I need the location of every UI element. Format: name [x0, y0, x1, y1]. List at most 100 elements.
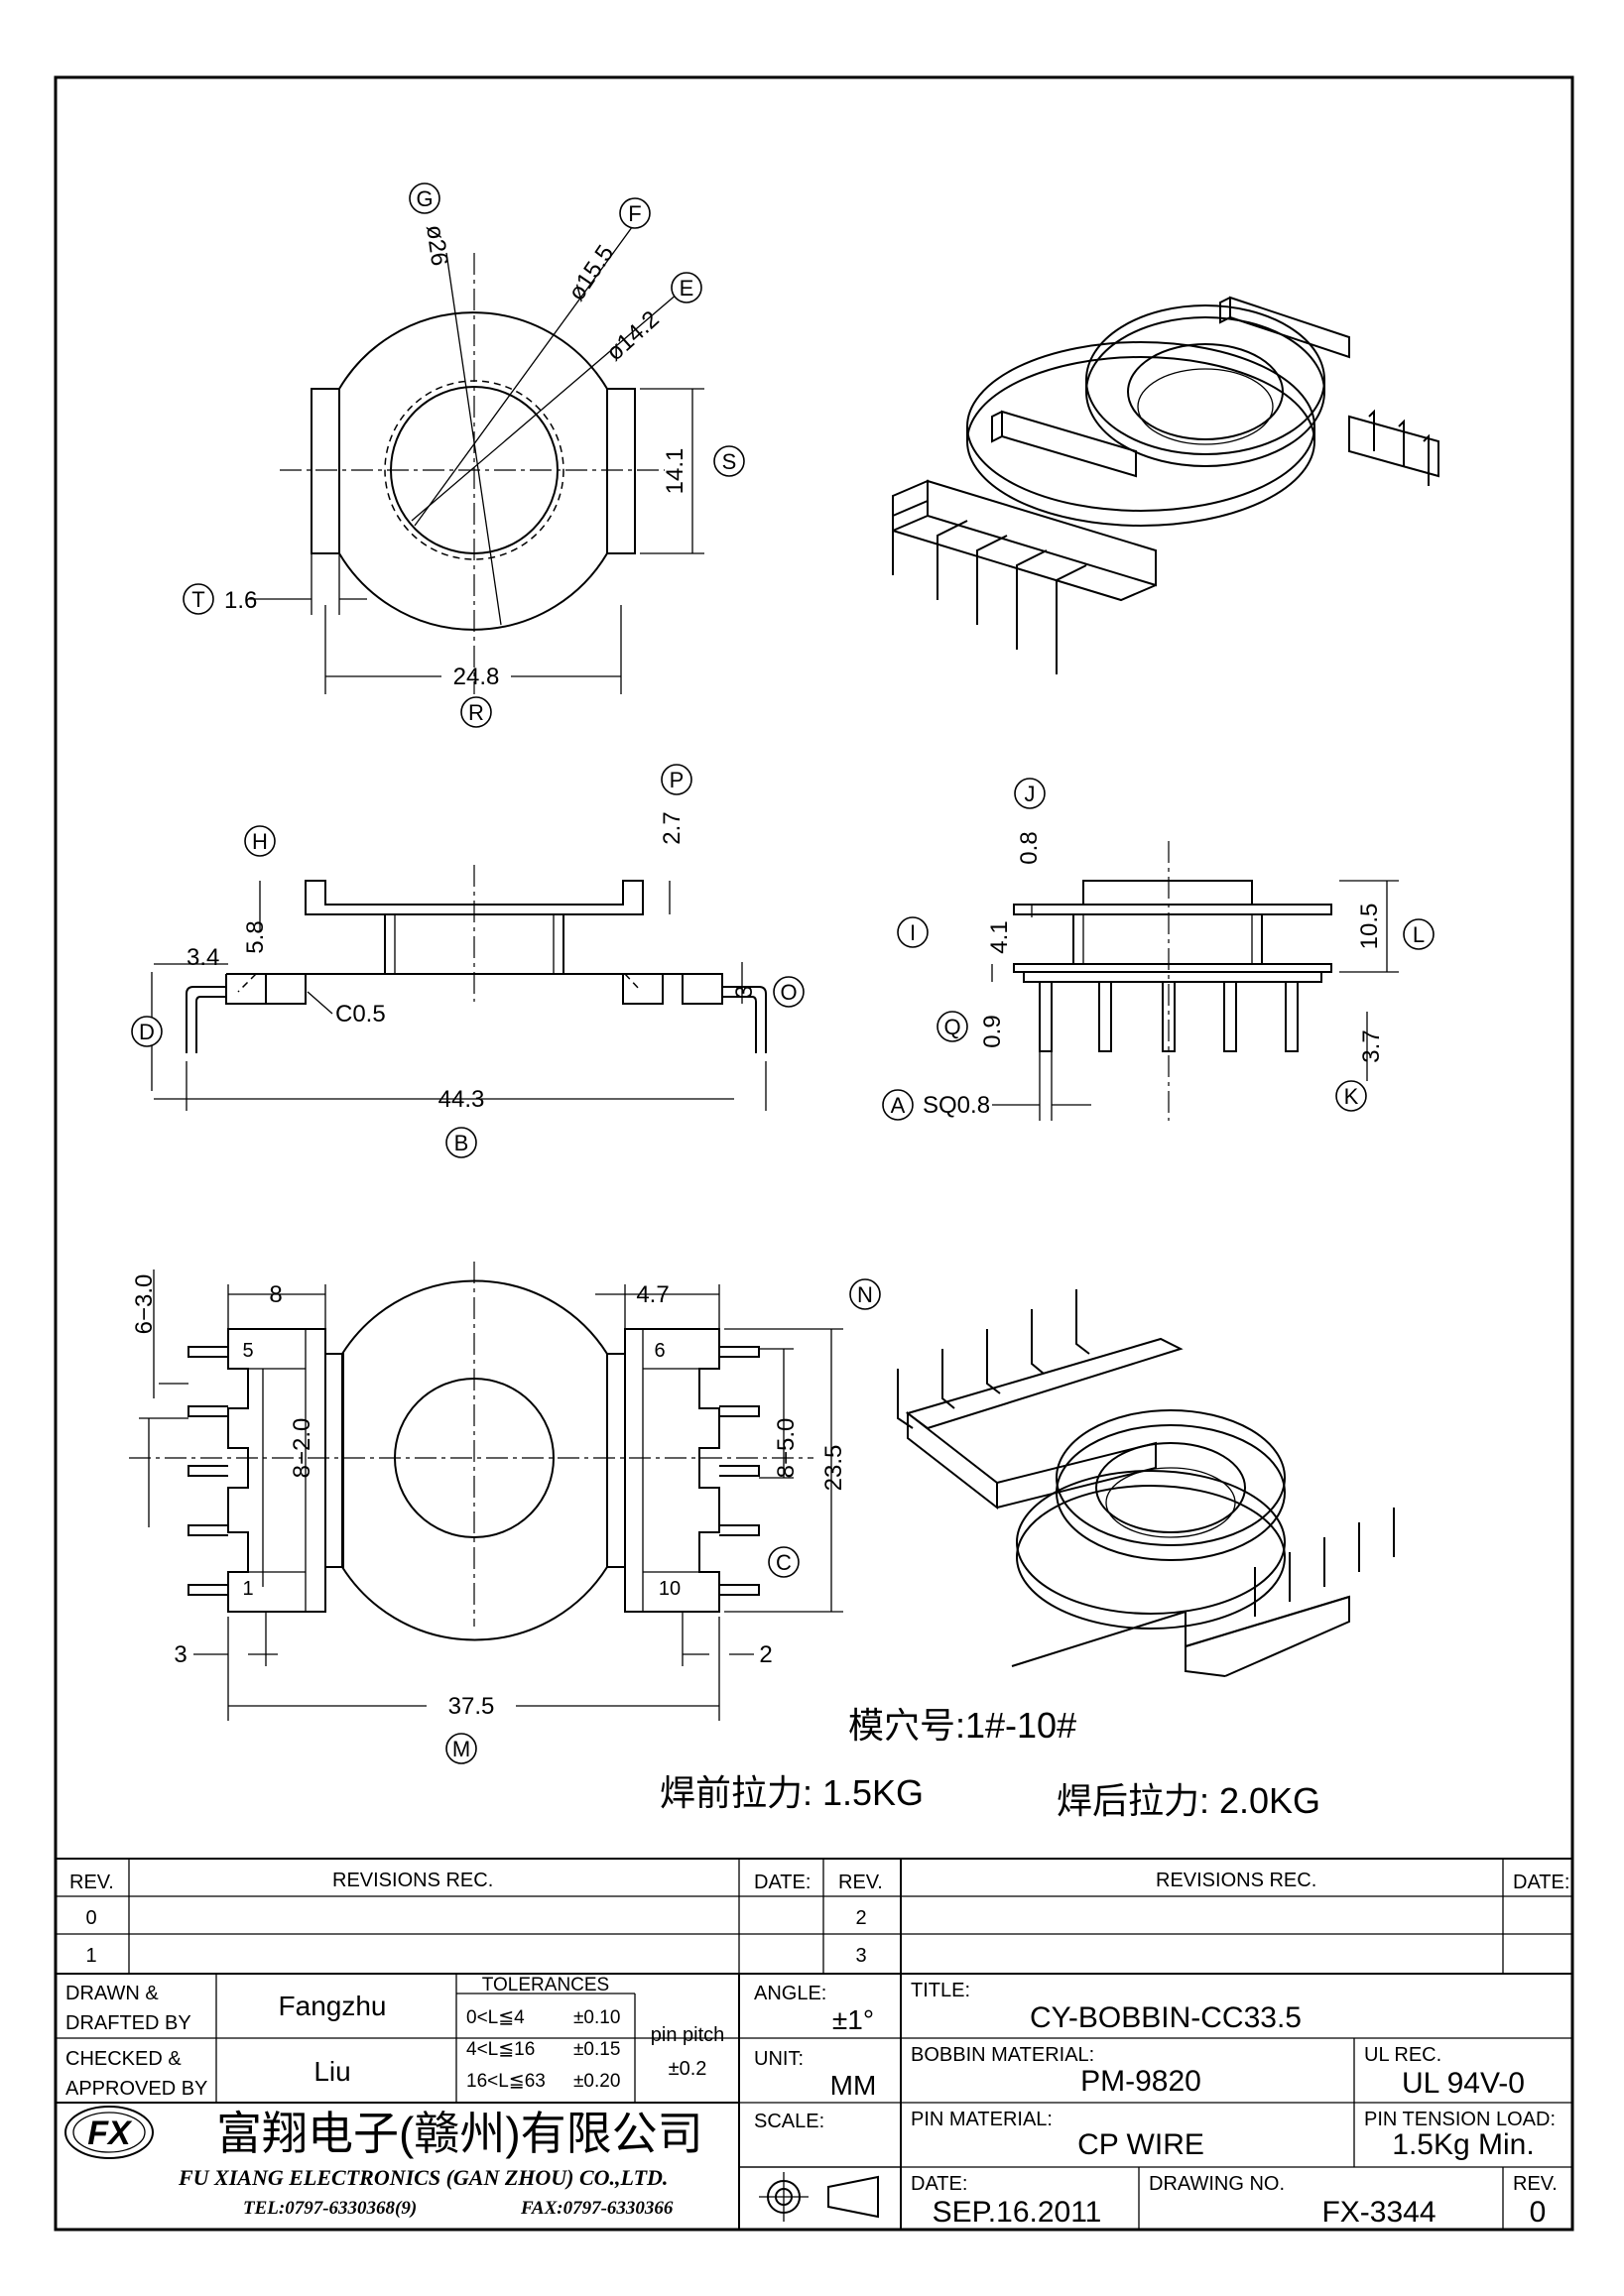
- note-pull-after: 焊后拉力: 2.0KG: [1057, 1780, 1320, 1821]
- checked-label-1: CHECKED &: [65, 2048, 182, 2070]
- callout-e: E: [680, 276, 694, 301]
- callout-k: K: [1344, 1084, 1359, 1109]
- drawn-label-1: DRAWN &: [65, 1983, 159, 2004]
- drawing-no-value: FX-3344: [1321, 2196, 1436, 2229]
- dim-4-7: 4.7: [636, 1281, 669, 1308]
- date-header-right: DATE:: [1513, 1872, 1569, 1893]
- company-fax: FAX:0797-6330366: [520, 2198, 674, 2219]
- note-cavity: 模穴号:1#-10#: [848, 1705, 1076, 1746]
- tol-value-3: ±0.20: [573, 2071, 620, 2092]
- callout-h: H: [252, 829, 268, 854]
- dim-4-1: 4.1: [986, 920, 1013, 953]
- callout-c: C: [776, 1550, 792, 1575]
- dim-24-8: 24.8: [453, 664, 500, 690]
- tol-range-2: 4<L≦16: [466, 2039, 535, 2060]
- side-view: H P D O B 2.7 5.8 3.4 C0.5 3 44.3: [131, 764, 805, 1158]
- dim-8-2-0: 8−2.0: [289, 1418, 315, 1479]
- callout-l: L: [1413, 922, 1425, 947]
- callout-n: N: [857, 1282, 873, 1307]
- rev-value: 0: [1530, 2196, 1547, 2229]
- top-view: G F E S T R ø26 ø15.5 ø14.2 14.1 1.6 24.…: [183, 182, 745, 728]
- note-pull-before: 焊前拉力: 1.5KG: [660, 1772, 924, 1813]
- revisions-header-right: REVISIONS REC.: [1156, 1870, 1316, 1891]
- callout-a: A: [891, 1093, 906, 1118]
- isometric-view-2: [897, 1289, 1395, 1677]
- checked-label-2: APPROVED BY: [65, 2078, 207, 2100]
- dim-phi15-5: ø15.5: [563, 240, 620, 305]
- title-value: CY-BOBBIN-CC33.5: [1030, 2001, 1302, 2034]
- tol-value-1: ±0.10: [573, 2007, 620, 2028]
- dim-5-8: 5.8: [242, 920, 269, 953]
- callout-f: F: [628, 201, 641, 226]
- checked-value: Liu: [313, 2056, 350, 2087]
- company-name-cn: 富翔电子(赣州)有限公司: [216, 2108, 703, 2159]
- dim-1-6: 1.6: [224, 587, 257, 614]
- dim-phi26: ø26: [421, 223, 452, 268]
- dim-14-1: 14.1: [662, 448, 688, 495]
- callout-d: D: [139, 1020, 155, 1044]
- drawn-value: Fangzhu: [279, 1991, 387, 2021]
- angle-label: ANGLE:: [754, 1983, 826, 2004]
- date-value: SEP.16.2011: [933, 2196, 1102, 2229]
- title-block: REV. REVISIONS REC. DATE: REV. REVISIONS…: [56, 1858, 1572, 2230]
- callout-b: B: [454, 1131, 469, 1155]
- date-label: DATE:: [911, 2173, 967, 2195]
- pin-pitch-value: ±0.2: [669, 2058, 707, 2080]
- callout-j: J: [1025, 782, 1036, 806]
- dim-8-5-0: 8−5.0: [773, 1418, 800, 1479]
- revisions-header-left: REVISIONS REC.: [332, 1870, 493, 1891]
- pin-label-5: 5: [242, 1340, 253, 1362]
- callout-o: O: [780, 980, 797, 1005]
- tol-range-3: 16<L≦63: [466, 2071, 546, 2092]
- isometric-view-1: [892, 296, 1439, 674]
- callout-r: R: [468, 700, 484, 725]
- unit-label: UNIT:: [754, 2048, 804, 2070]
- bobbin-material-value: PM-9820: [1080, 2065, 1201, 2098]
- dim-0-8: 0.8: [1016, 831, 1043, 864]
- callout-p: P: [670, 768, 685, 792]
- pin-material-label: PIN MATERIAL:: [911, 2109, 1053, 2130]
- dim-37-5: 37.5: [448, 1693, 495, 1720]
- callout-s: S: [722, 449, 737, 474]
- dim-phi14-2: ø14.2: [601, 305, 665, 366]
- fx-logo-icon: FX: [64, 2106, 154, 2159]
- end-view: J I L Q A K 0.8 4.1 10.5 0.9 3.7 SQ0.8: [882, 778, 1435, 1121]
- ul-rec-value: UL 94V-0: [1402, 2067, 1525, 2100]
- dim-3-4: 3.4: [187, 944, 219, 971]
- rev-label: REV.: [1513, 2173, 1558, 2195]
- scale-label: SCALE:: [754, 2111, 824, 2132]
- callout-t: T: [191, 587, 204, 612]
- tol-range-1: 0<L≦4: [466, 2007, 525, 2028]
- dim-2: 2: [759, 1641, 772, 1668]
- pin-label-1: 1: [242, 1578, 253, 1600]
- pin-label-10: 10: [659, 1578, 681, 1600]
- pin-label-6: 6: [654, 1340, 665, 1362]
- rev-header-right: REV.: [838, 1872, 883, 1893]
- sheet-border: [54, 75, 1574, 2232]
- pin-tension-value: 1.5Kg Min.: [1392, 2128, 1534, 2161]
- projection-symbol-icon: [759, 2172, 879, 2222]
- pin-material-value: CP WIRE: [1077, 2128, 1204, 2161]
- ul-rec-label: UL REC.: [1364, 2044, 1441, 2066]
- date-header-left: DATE:: [754, 1872, 811, 1893]
- drawing-no-label: DRAWING NO.: [1149, 2173, 1285, 2195]
- callout-g: G: [416, 186, 433, 211]
- unit-value: MM: [830, 2070, 877, 2101]
- dim-3: 3: [731, 985, 758, 998]
- callout-q: Q: [943, 1015, 960, 1039]
- dim-sq0-8: SQ0.8: [923, 1092, 990, 1119]
- logo-text: FX: [87, 2115, 133, 2152]
- rev-row-3: 3: [855, 1945, 866, 1967]
- dim-3-7: 3.7: [1358, 1029, 1385, 1062]
- tol-value-2: ±0.15: [573, 2039, 620, 2060]
- dim-0-9: 0.9: [979, 1015, 1006, 1047]
- pin-tension-label: PIN TENSION LOAD:: [1364, 2109, 1556, 2130]
- callout-m: M: [452, 1737, 470, 1761]
- dim-3b: 3: [174, 1641, 187, 1668]
- rev-row-0: 0: [85, 1907, 96, 1929]
- dim-44-3: 44.3: [438, 1086, 485, 1113]
- dim-8: 8: [269, 1281, 282, 1308]
- bottom-view: N C M 6−3.0 8 4.7 8−2.0 8−5.0 23.5 3 2 3…: [129, 1262, 881, 1764]
- dim-c0-5: C0.5: [335, 1001, 386, 1027]
